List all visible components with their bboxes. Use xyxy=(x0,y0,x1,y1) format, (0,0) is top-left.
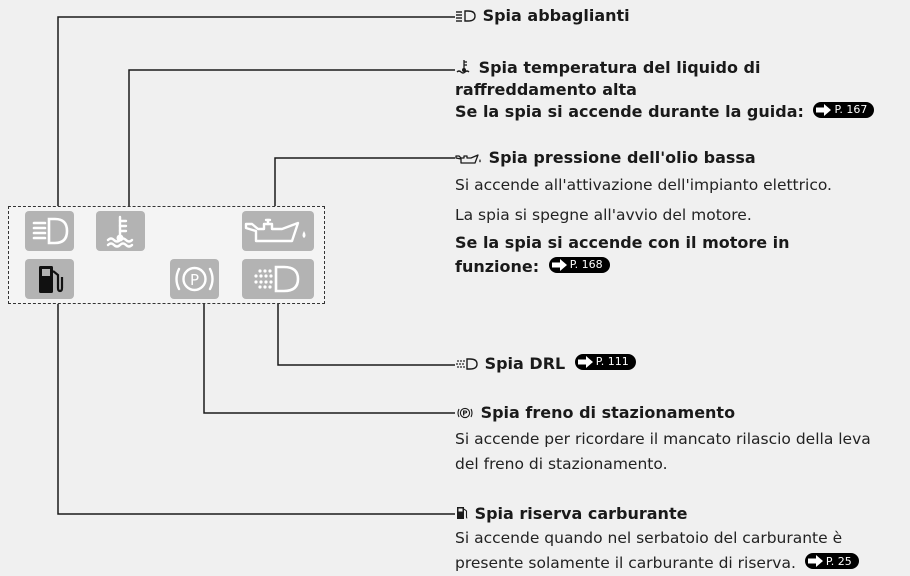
fuel-desc-1: Si accende quando nel serbatoio del carb… xyxy=(455,529,843,547)
coolant-title-line2: raffreddamento alta xyxy=(455,80,637,99)
arrow-right-icon xyxy=(807,555,823,567)
oil-note-line1: Se la spia si accende con il motore in xyxy=(455,233,790,252)
coolant-temperature-icon xyxy=(96,211,145,251)
oil-desc-2: La spia si spegne all'avvio del motore. xyxy=(455,206,752,224)
fuel-page-ref[interactable]: P. 25 xyxy=(804,553,859,569)
coolant-small-icon xyxy=(455,59,473,75)
arrow-right-icon xyxy=(577,356,593,368)
coolant-page-ref[interactable]: P. 167 xyxy=(813,102,875,118)
coolant-label: Spia temperatura del liquido di raffredd… xyxy=(455,57,875,123)
parking-brake-icon: P xyxy=(170,259,219,299)
oil-page-ref[interactable]: P. 168 xyxy=(548,257,610,273)
coolant-title-line1: Spia temperatura del liquido di xyxy=(478,58,761,77)
oil-desc-1: Si accende all'attivazione dell'impianto… xyxy=(455,176,832,194)
arrow-right-icon xyxy=(816,104,832,116)
svg-text:P: P xyxy=(462,410,467,418)
parking-brake-title: Spia freno di stazionamento xyxy=(480,403,736,422)
fuel-label: Spia riserva carburante Si accende quand… xyxy=(455,503,859,576)
oil-note-line2: funzione: xyxy=(455,257,540,276)
parking-brake-desc-1: Si accende per ricordare il mancato rila… xyxy=(455,430,871,448)
indicator-panel: P xyxy=(8,206,325,304)
drl-label: Spia DRL P. 111 xyxy=(455,353,636,375)
parking-brake-label: P Spia freno di stazionamento Si accende… xyxy=(455,402,871,477)
coolant-note: Se la spia si accende durante la guida: xyxy=(455,102,804,121)
drl-small-icon xyxy=(455,357,479,371)
drl-title: Spia DRL xyxy=(484,354,566,373)
fuel-title: Spia riserva carburante xyxy=(474,504,688,523)
parking-brake-desc-2: del freno di stazionamento. xyxy=(455,455,668,473)
high-beam-title: Spia abbaglianti xyxy=(482,6,630,25)
arrow-right-icon xyxy=(551,259,567,271)
drl-page-ref[interactable]: P. 111 xyxy=(574,354,636,370)
fuel-desc-2: presente solamente il carburante di rise… xyxy=(455,554,796,572)
fuel-reserve-icon xyxy=(25,259,74,299)
fuel-small-icon xyxy=(455,505,469,521)
parking-brake-small-icon: P xyxy=(455,406,475,420)
oil-title: Spia pressione dell'olio bassa xyxy=(488,148,756,167)
oil-small-icon xyxy=(455,151,483,165)
svg-text:P: P xyxy=(190,271,199,289)
oil-pressure-label: Spia pressione dell'olio bassa Si accend… xyxy=(455,147,832,278)
drl-icon xyxy=(242,259,314,299)
high-beam-label: Spia abbaglianti xyxy=(455,5,630,27)
high-beam-small-icon xyxy=(455,9,477,23)
oil-pressure-icon xyxy=(242,211,314,251)
high-beam-icon xyxy=(25,211,74,251)
